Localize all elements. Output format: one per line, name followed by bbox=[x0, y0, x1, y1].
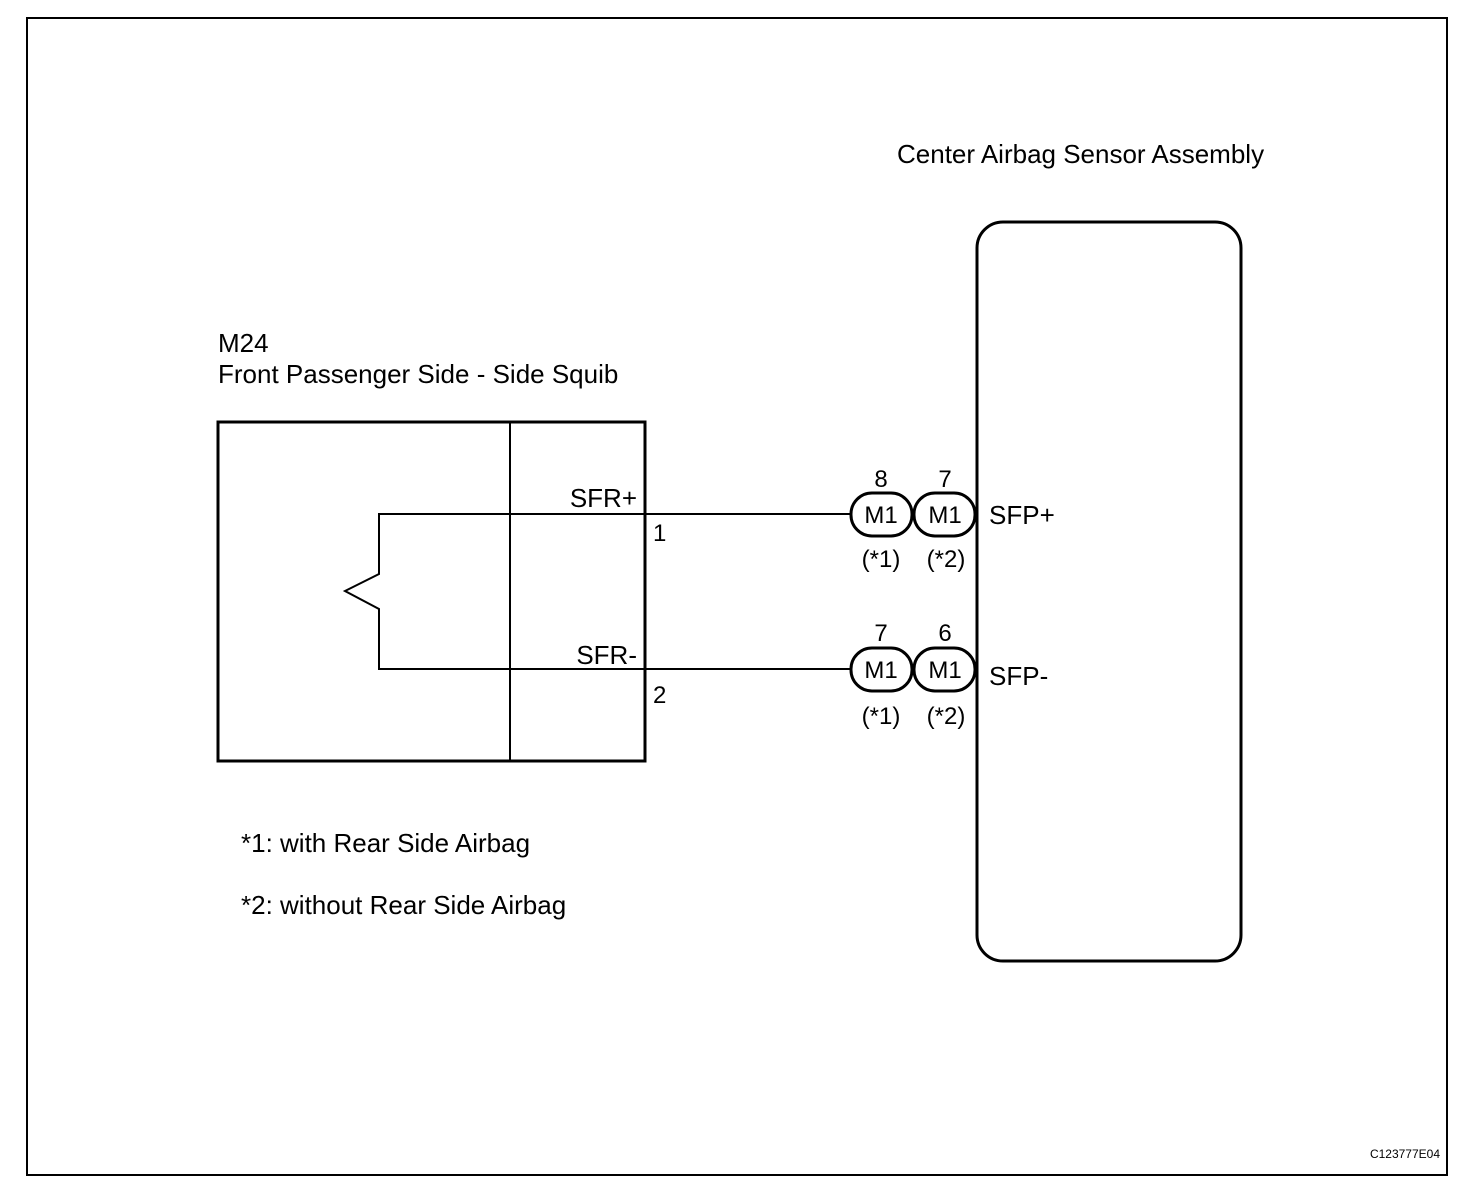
connector-pin-number: 7 bbox=[938, 466, 951, 493]
image-code: C123777E04 bbox=[1370, 1147, 1440, 1161]
squib-element-symbol bbox=[342, 513, 645, 670]
ecu-terminal-label: SFP- bbox=[989, 661, 1048, 691]
squib-body bbox=[216, 420, 647, 763]
connector-group-sfp-plus: 8 7 M1 M1 (*1) (*2) SFP+ bbox=[849, 466, 1055, 573]
connector-variant-note: (*1) bbox=[862, 546, 901, 573]
connector-m1-oval bbox=[849, 491, 914, 538]
connector-pin-number: 6 bbox=[938, 620, 951, 647]
connector-pin-number: 8 bbox=[874, 466, 887, 493]
connector-variant-note: (*2) bbox=[927, 546, 966, 573]
connector-m1-oval bbox=[912, 491, 977, 538]
squib-pin-number-2: 2 bbox=[653, 682, 666, 709]
connector-name: M1 bbox=[928, 502, 961, 529]
footnote-2: *2: without Rear Side Airbag bbox=[241, 890, 566, 920]
diagram-frame bbox=[26, 17, 1448, 1176]
squib-pin-signal-1: SFR+ bbox=[570, 483, 637, 513]
connector-m1-oval bbox=[912, 646, 977, 693]
squib-code: M24 bbox=[218, 328, 269, 358]
connector-variant-note: (*2) bbox=[927, 703, 966, 730]
connector-m1-oval bbox=[849, 646, 914, 693]
connector-variant-note: (*1) bbox=[862, 703, 901, 730]
connector-group-sfp-minus: 7 6 M1 M1 (*1) (*2) SFP- bbox=[849, 620, 1048, 730]
ecu-body bbox=[975, 220, 1243, 963]
connector-name: M1 bbox=[864, 502, 897, 529]
ecu-terminal-label: SFP+ bbox=[989, 500, 1055, 530]
squib-pin-number-1: 1 bbox=[653, 520, 666, 547]
ecu-title: Center Airbag Sensor Assembly bbox=[897, 139, 1264, 169]
squib-pin-signal-2: SFR- bbox=[576, 640, 637, 670]
connector-name: M1 bbox=[864, 657, 897, 684]
footnote-1: *1: with Rear Side Airbag bbox=[241, 828, 530, 858]
connector-pin-number: 7 bbox=[874, 620, 887, 647]
connector-name: M1 bbox=[928, 657, 961, 684]
squib-name: Front Passenger Side - Side Squib bbox=[218, 359, 618, 389]
